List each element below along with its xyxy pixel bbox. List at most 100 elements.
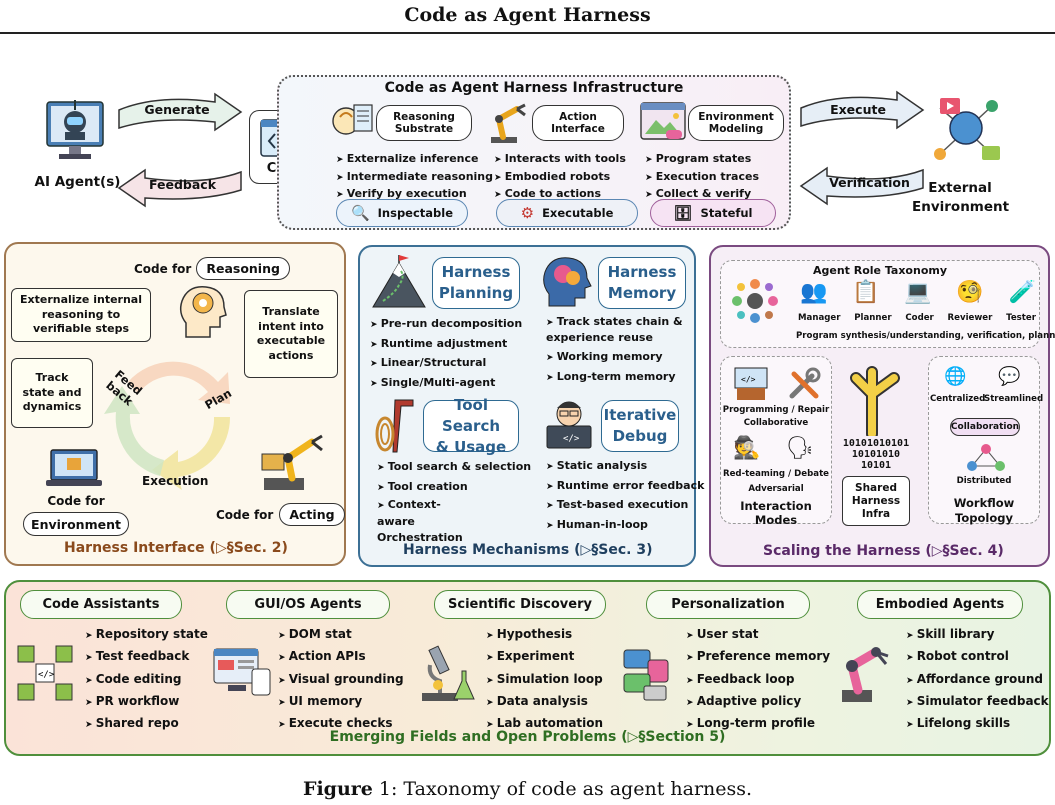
svg-text:</>: </> [38,670,55,680]
gui-os-list: DOM stat Action APIs Visual grounding UI… [278,624,404,735]
list-item: Code to actions [494,186,626,204]
list-item: PR workflow [85,691,208,713]
centralized-icon: 🌐 [944,366,967,387]
list-item: Linear/Structural [370,354,522,374]
list-item: Repository state [85,624,208,646]
field-head-scientific: Scientific Discovery [434,590,606,619]
list-item: Tool creation [377,478,531,498]
execute-label: Execute [830,102,886,117]
title-rule [0,32,1055,34]
planning-list: Pre-run decomposition Runtime adjustment… [370,315,522,393]
scientific-list: Hypothesis Experiment Simulation loop Da… [486,624,603,735]
harness-mechanisms-title: Harness Mechanisms (▷§Sec. 3) [403,542,653,558]
list-item: Program states [645,151,759,169]
interaction-modes-title: Interaction Modes [740,499,812,527]
brain-memory-icon [541,256,595,308]
role-label: Coder [905,313,934,323]
taxonomy-caption: Program synthesis/understanding, verific… [796,331,1055,341]
code-for-text: Code for [216,507,274,522]
binary-line: 10101010 [851,449,901,460]
coder-icon: 💻 [904,280,932,305]
list-item: Externalize inference [336,151,493,169]
robot-arm-icon [485,101,531,145]
field-head-personalization: Personalization [646,590,810,619]
scaling-title: Scaling the Harness (▷§Sec. 4) [763,543,1004,559]
industrial-robot-icon [836,640,894,704]
network-icon [930,94,1002,166]
workflow-topology-title: Workflow Topology [953,496,1015,525]
code-for-text: Code for [134,261,192,276]
list-item: Working memory [546,348,696,368]
hacker-icon: 🕵 [733,436,761,461]
list-item: Tool search & selection [377,458,531,478]
list-item: Embodied robots [494,169,626,187]
role-label: Tester [1006,313,1036,323]
acting-pill: Acting [279,503,345,526]
environment-modeling-pill: Environment Modeling [688,105,784,141]
list-item: Runtime error feedback [546,477,705,497]
list-item: Track states chain & experience reuse [546,315,696,345]
execute-arrow [799,90,925,134]
list-item: Collect & verify [645,186,759,204]
emerging-fields-title: Emerging Fields and Open Problems (▷§Sec… [329,729,726,745]
code-for-reasoning-label: Code for Reasoning [134,257,290,280]
list-item: Code editing [85,669,208,691]
list-item: Hypothesis [486,624,603,646]
tester-icon: 🧪 [1008,280,1036,305]
list-item: Long-term memory [546,368,696,388]
list-item: Action APIs [278,646,404,668]
list-item: Simulator feedback [906,691,1049,713]
brain-head-icon [176,283,228,339]
tool-search-head: Tool Search & Usage [423,396,519,456]
list-item: Intermediate reasoning [336,169,493,187]
list-item: UI memory [278,691,404,713]
harness-interface-title: Harness Interface (▷§Sec. 2) [64,540,288,556]
list-item: Experiment [486,646,603,668]
role-label: Manager [798,313,841,323]
tools-list: Tool search & selection Tool creation Co… [377,458,531,546]
field-head-code-assistants: Code Assistants [20,590,182,619]
role-labels: Manager Planner Coder Reviewer Tester [798,313,1036,323]
role-taxonomy-title: Agent Role Taxonomy [812,264,948,277]
agent-icon [45,96,105,164]
list-item: Long-term profile [686,713,830,735]
field-head-embodied: Embodied Agents [857,590,1023,619]
role-label: Planner [854,313,892,323]
figure-label: Figure [302,778,373,800]
reasoning-bubble: Externalize internal reasoning to verifi… [11,288,151,342]
inspectable-tag: 🔍 Inspectable [336,199,468,227]
list-item: Human-in-loop [546,516,704,536]
reasoning-substrate-icon [330,103,374,143]
list-item: Feedback loop [686,669,830,691]
environment-bubble: Track state and dynamics [11,358,93,428]
workflow-topology-box [928,356,1040,524]
list-item: DOM stat [278,624,404,646]
stateful-tag: 🗄 Stateful [650,199,776,227]
magnifier-icon: 🔍 [350,204,370,222]
action-interface-list: Interacts with tools Embodied robots Cod… [494,151,626,204]
list-item: Visual grounding [278,669,404,691]
personalization-list: User stat Preference memory Feedback loo… [686,624,830,735]
code-cubes-icon: </> [16,644,74,702]
reviewer-icon: 🧐 [956,280,984,305]
streamlined-icon: 💬 [998,366,1021,387]
wrench-icon [786,366,822,402]
binary-line: 10101 [860,460,892,471]
code-for-acting-label: Code for Acting [216,503,345,526]
executable-tag: ⚙ Executable [496,199,638,227]
list-item: Lifelong skills [906,713,1049,735]
debug-list: Static analysis Runtime error feedback T… [546,457,705,536]
list-item: Runtime adjustment [370,335,522,355]
figure-caption: Figure 1: Taxonomy of code as agent harn… [0,778,1055,800]
code-for-environment-text: Code for [47,494,105,508]
environment-label: External Environment [912,180,1010,215]
list-item: Execute checks [278,713,404,735]
debate-icon: 🗣 [786,436,814,461]
binary-line: 10101010101 [842,438,910,449]
distributed-label: Distributed [956,476,1012,486]
streamlined-label: Streamlined [984,394,1044,404]
embodied-list: Skill library Robot control Affordance g… [906,624,1049,735]
list-item: Single/Multi-agent [370,374,522,394]
reasoning-pill: Reasoning [196,257,290,280]
figure-text: 1: Taxonomy of code as agent harness. [372,778,753,800]
